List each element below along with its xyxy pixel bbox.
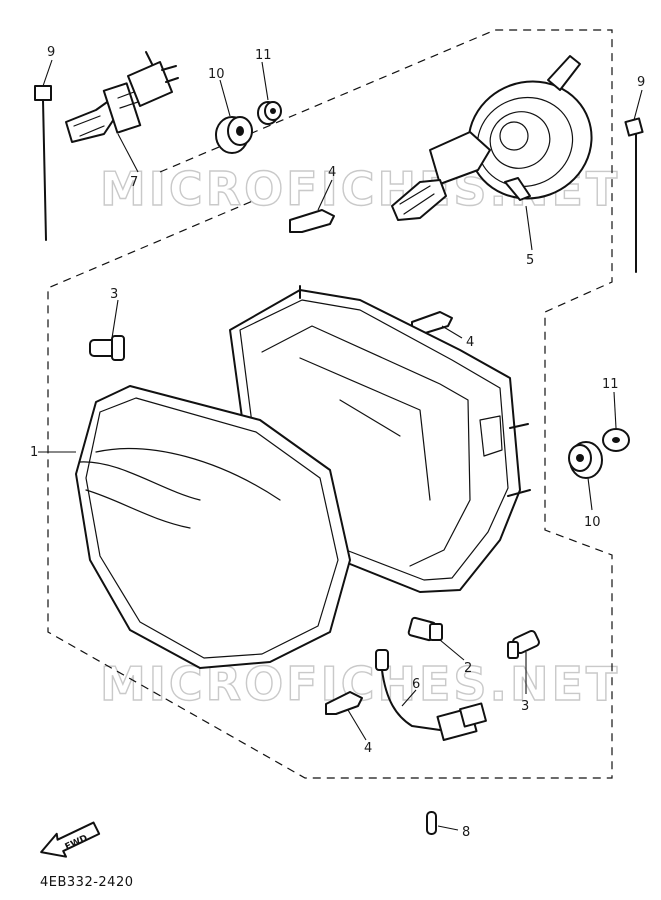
leader-4-top <box>317 179 333 211</box>
leader-3-left <box>111 299 119 339</box>
leader-10-top <box>219 79 231 117</box>
watermark-lower: MICROFICHES.NET <box>100 657 620 711</box>
bulb-socket-small-icon <box>407 616 443 642</box>
diagram-code: 4EB332-2420 <box>40 875 134 890</box>
assembly-outline <box>47 29 613 779</box>
leader-11-top <box>261 61 269 101</box>
leader-9-left <box>42 59 53 87</box>
clip-top-icon <box>289 209 335 233</box>
wedge-bulb-left-icon <box>89 335 125 361</box>
leader-11-right <box>613 391 617 429</box>
forward-arrow-icon: FWD <box>40 821 101 858</box>
callout-9-right: 9 <box>637 75 645 90</box>
callout-10-top: 10 <box>208 67 225 82</box>
callout-5: 5 <box>526 253 534 268</box>
leader-5 <box>525 205 533 251</box>
headlight-lens-icon <box>75 385 351 669</box>
headlight-bulb-icon <box>65 51 179 143</box>
leader-9-right <box>633 89 643 121</box>
callout-4-bottom: 4 <box>364 741 372 756</box>
grommet-right-icon <box>568 441 603 479</box>
small-grommet-top-icon <box>257 101 282 125</box>
leader-8 <box>437 825 459 831</box>
leader-7 <box>117 133 139 173</box>
callout-3-left: 3 <box>110 287 118 302</box>
miniature-bulb-icon <box>426 811 437 835</box>
small-grommet-right-icon <box>602 428 630 452</box>
cable-tie-right-icon <box>624 117 644 273</box>
cable-tie-left-icon <box>34 85 52 241</box>
callout-6: 6 <box>412 677 420 692</box>
callout-1: 1 <box>30 445 38 460</box>
clip-bottom-icon <box>325 691 363 715</box>
leader-4-right <box>441 325 463 339</box>
callout-11-top: 11 <box>255 48 272 63</box>
callout-8: 8 <box>462 825 470 840</box>
callout-10-right: 10 <box>584 515 601 530</box>
leader-2 <box>439 639 465 661</box>
callout-4-right: 4 <box>466 335 474 350</box>
callout-2: 2 <box>464 661 472 676</box>
callout-3-right: 3 <box>521 699 529 714</box>
leader-4-bottom <box>347 709 367 741</box>
bulb-socket-icon <box>391 55 593 221</box>
leader-6 <box>401 689 417 707</box>
callout-9-left: 9 <box>47 45 55 60</box>
callout-4-top: 4 <box>328 165 336 180</box>
leader-10-right <box>587 477 593 511</box>
callout-7: 7 <box>130 175 138 190</box>
wedge-bulb-right-icon <box>507 629 540 659</box>
wire-harness-icon <box>375 649 487 741</box>
callout-11-right: 11 <box>602 377 619 392</box>
grommet-top-icon <box>215 116 253 154</box>
